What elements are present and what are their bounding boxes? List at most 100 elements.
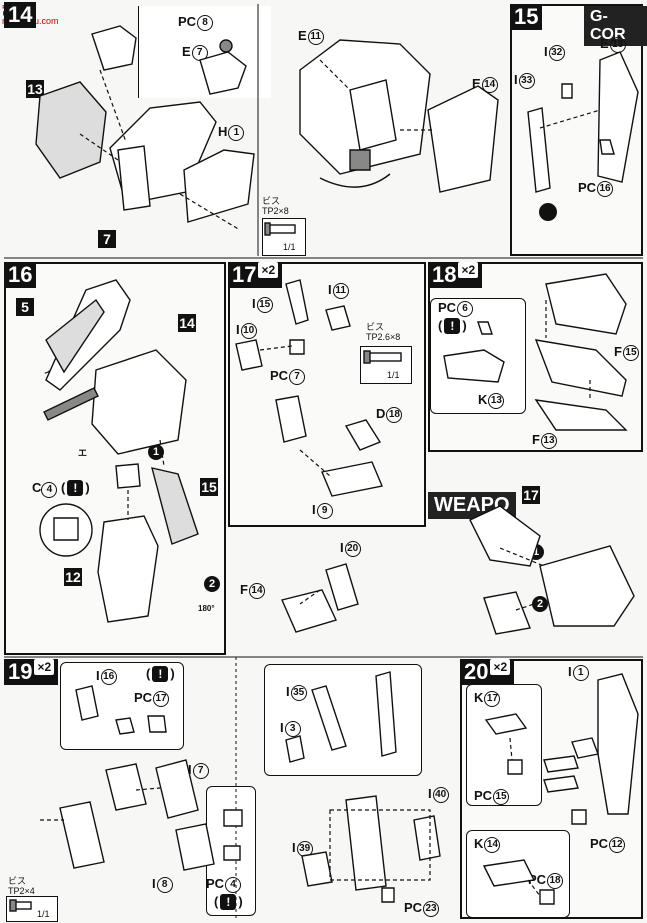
part-letter: E xyxy=(298,28,307,43)
part-number: 17 xyxy=(153,690,170,707)
part-number: 17 xyxy=(484,690,501,707)
step-marker-2b: 2 xyxy=(532,596,548,612)
step-marker-1: 1 xyxy=(148,444,164,460)
subassembly-5: 5 xyxy=(16,298,34,316)
part-number: 15 xyxy=(622,344,639,361)
caution-19a: (!) xyxy=(146,666,175,682)
caution-18: (!) xyxy=(438,318,467,334)
part-number: 9 xyxy=(316,502,333,519)
part-letter: I xyxy=(286,684,290,699)
part-letter: D xyxy=(376,406,386,421)
part-number: 6 xyxy=(457,300,474,317)
caution-19b: (!) xyxy=(214,894,243,910)
part-letter: I xyxy=(312,502,316,517)
screw-size: TP2.6×8 xyxy=(366,332,401,342)
screw-size: TP2×8 xyxy=(262,206,289,216)
part-number: 4 xyxy=(41,482,58,498)
mid-section-drawing xyxy=(281,563,359,633)
step-18-number: 18×2 xyxy=(428,262,483,288)
part-letter: PC xyxy=(270,368,289,383)
part-letter: I xyxy=(152,876,156,891)
screw-scale: 1/1 xyxy=(37,909,50,919)
caution-icon: ! xyxy=(67,480,84,496)
part-number: 11 xyxy=(307,28,324,45)
step-number-text: 18 xyxy=(432,262,457,287)
step-20-inset-a xyxy=(466,684,542,806)
step-19-number: 19×2 xyxy=(4,659,59,685)
step-number-text: 17 xyxy=(232,262,257,287)
part-number: 14 xyxy=(484,836,501,853)
subassembly-13: 13 xyxy=(26,80,44,98)
part-number: 35 xyxy=(290,684,307,701)
part-number: 15 xyxy=(493,788,510,805)
part-number: 16 xyxy=(100,668,117,685)
part-letter: C xyxy=(32,480,42,495)
screw-type: ビス xyxy=(8,876,27,886)
part-letter: I xyxy=(252,296,256,311)
screw-size: TP2×4 xyxy=(8,886,35,896)
step-number-text: 19 xyxy=(8,659,33,684)
screw-label-19: ビス TP2×4 xyxy=(8,876,35,896)
multiplier-badge: ×2 xyxy=(34,659,55,675)
part-letter: PC xyxy=(590,836,609,851)
part-number: 13 xyxy=(540,432,557,449)
part-number: 40 xyxy=(432,786,449,803)
screw-icon xyxy=(9,899,32,912)
subassembly-15: 15 xyxy=(200,478,218,496)
multiplier-badge: ×2 xyxy=(490,659,511,675)
screw-scale: 1/1 xyxy=(387,370,400,380)
part-number: 11 xyxy=(332,282,349,299)
part-number: 18 xyxy=(386,406,403,423)
rotation-label: 180° xyxy=(198,604,215,613)
part-number: 39 xyxy=(296,840,313,857)
weapon-banner: WEAPO xyxy=(428,492,516,519)
subassembly-14: 14 xyxy=(178,314,196,332)
sticker-d: エ xyxy=(78,448,88,458)
caution-icon: ! xyxy=(220,894,237,910)
screw-icon xyxy=(264,222,296,236)
part-number: 20 xyxy=(344,540,361,557)
part-number: 13 xyxy=(488,392,505,409)
part-letter: K xyxy=(474,690,484,705)
part-letter: K xyxy=(474,836,484,851)
part-letter: I xyxy=(96,668,100,683)
part-number: 1 xyxy=(572,664,589,681)
part-number: 16 xyxy=(597,180,614,197)
part-letter: I xyxy=(74,846,78,861)
part-number: 4 xyxy=(225,876,242,893)
step-20-number: 20×2 xyxy=(460,659,515,685)
subassembly-12: 12 xyxy=(64,568,82,586)
screw-scale-box-17: 1/1 xyxy=(360,346,412,384)
part-letter: PC xyxy=(206,876,225,891)
part-number: 1 xyxy=(228,124,245,141)
step-number-text: 20 xyxy=(464,659,489,684)
screw-label-17: ビス TP2.6×8 xyxy=(366,322,400,342)
part-number: 18 xyxy=(547,872,564,889)
